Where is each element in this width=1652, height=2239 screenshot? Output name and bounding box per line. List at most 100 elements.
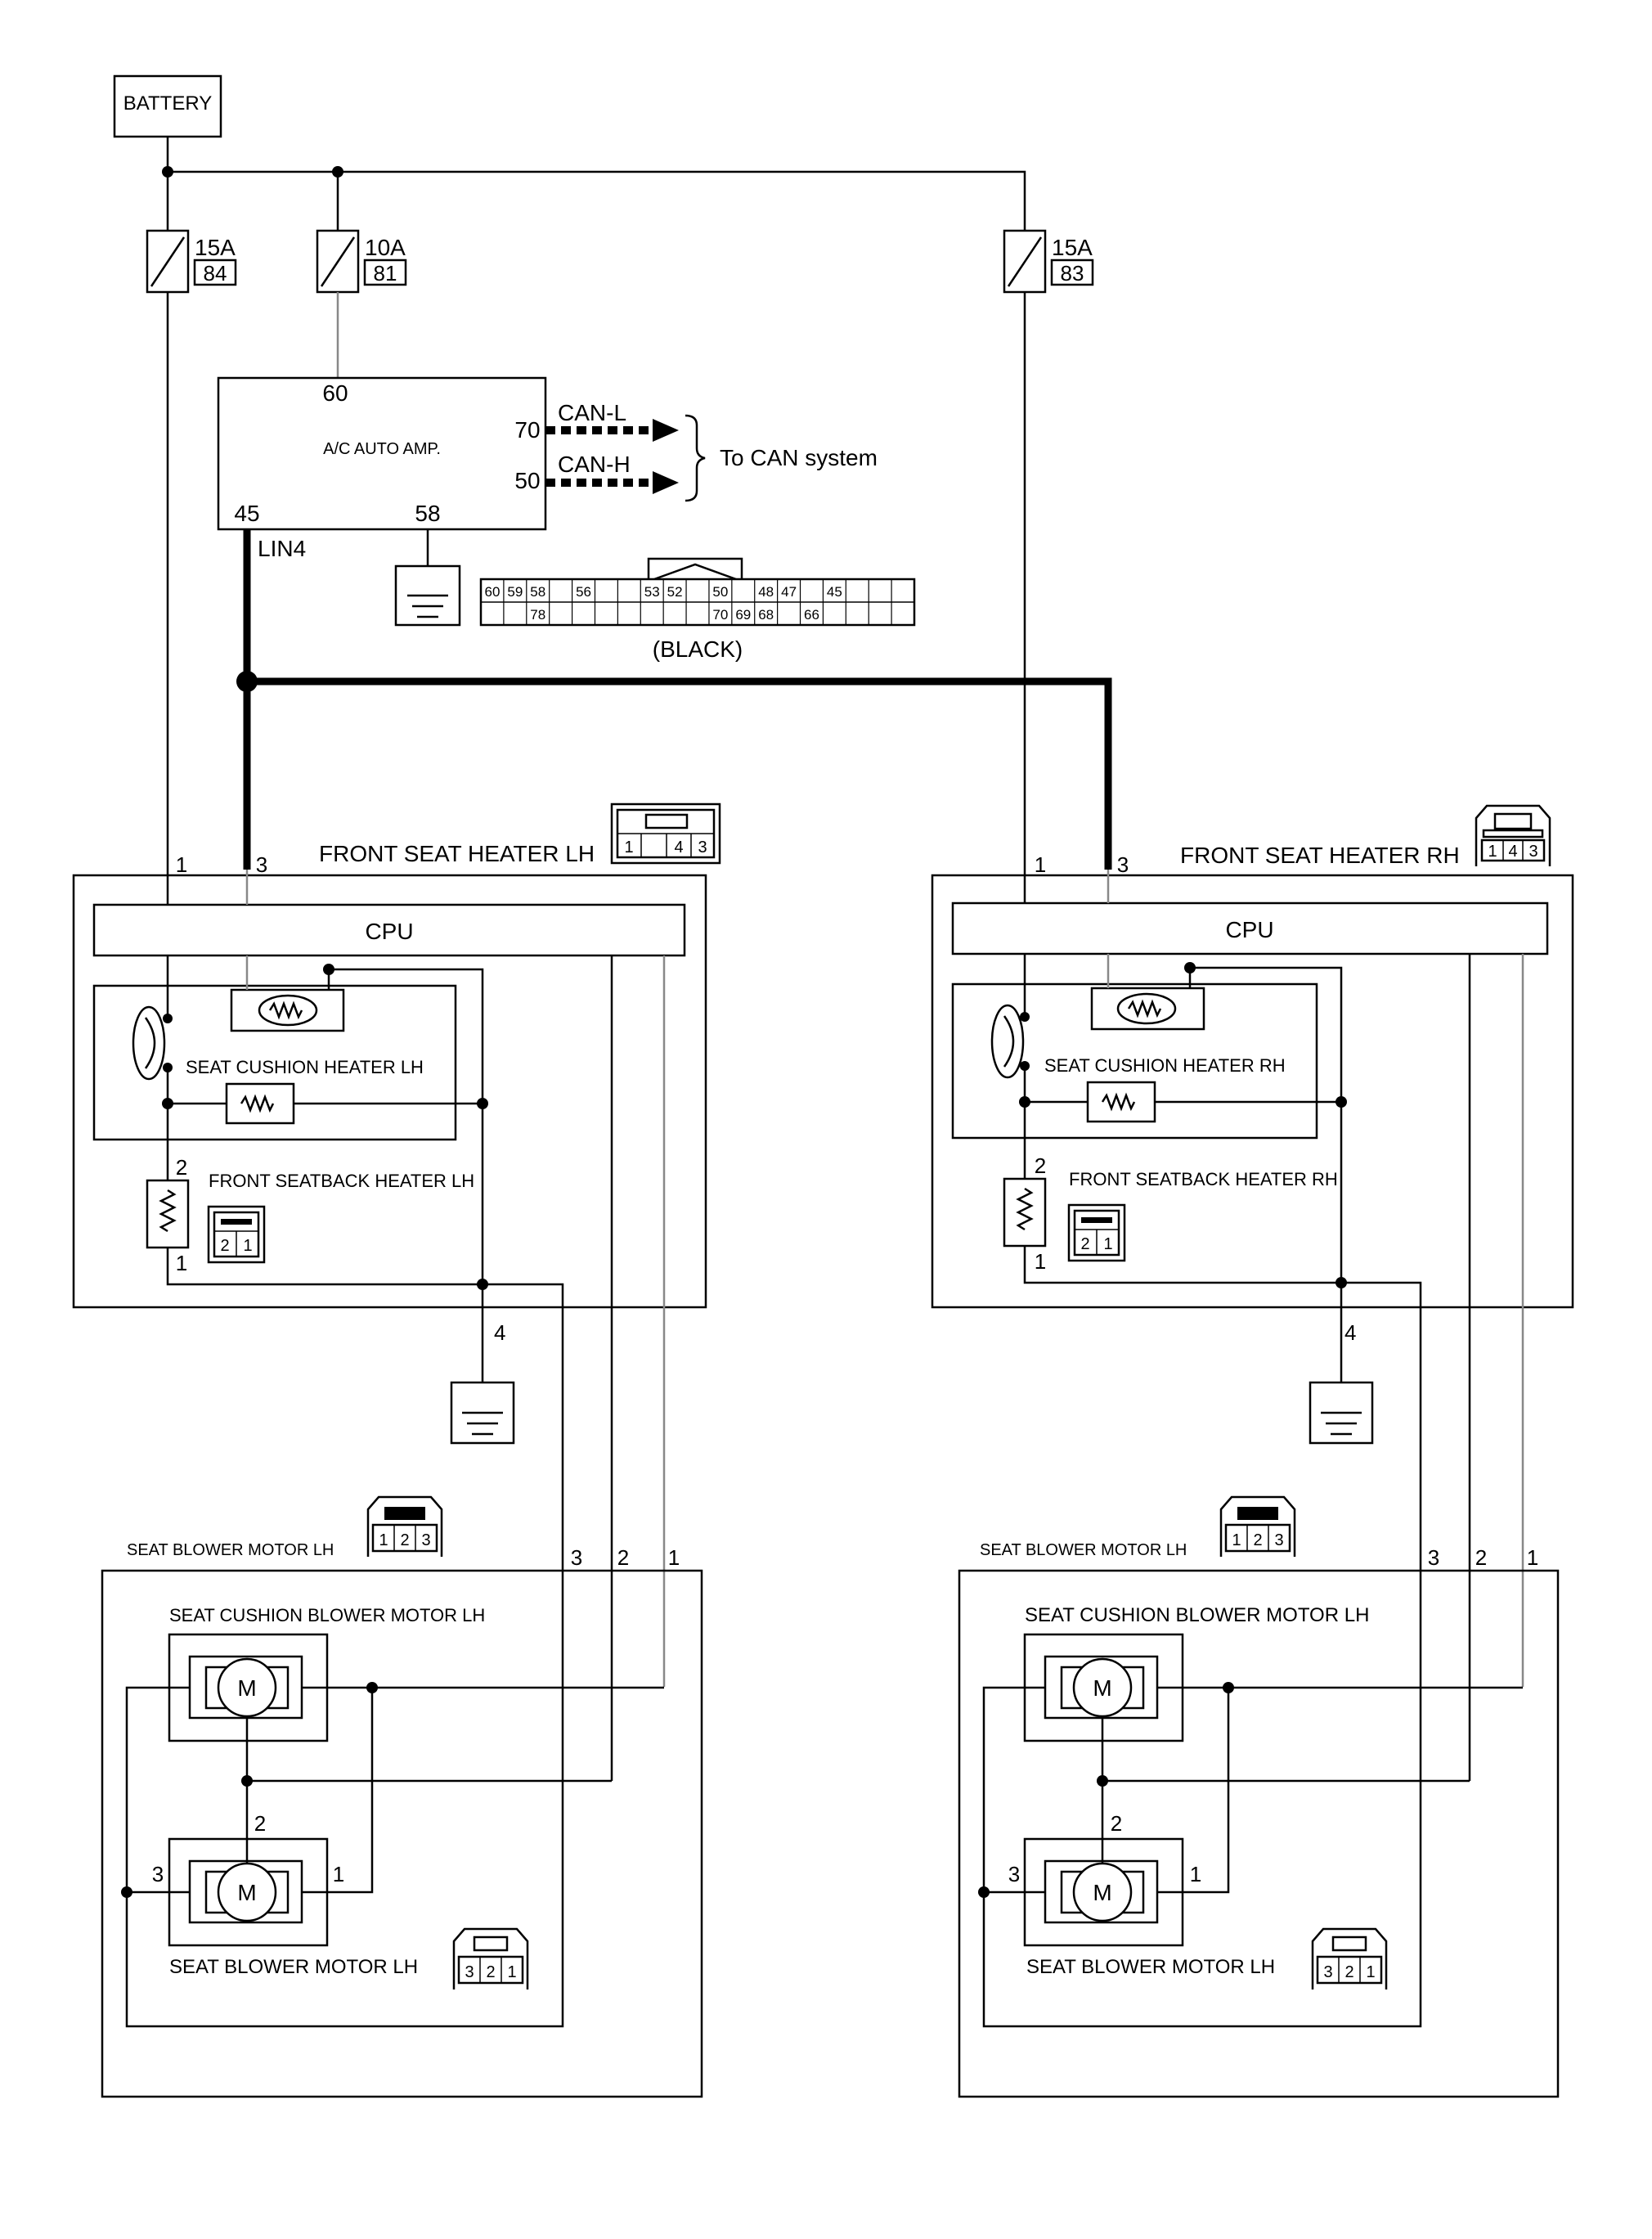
svg-text:2: 2 <box>1475 1545 1487 1570</box>
svg-text:M: M <box>237 1880 256 1905</box>
svg-text:10A: 10A <box>365 235 406 260</box>
connector-pin-label: 68 <box>758 607 774 623</box>
svg-text:2: 2 <box>220 1237 229 1255</box>
ac-auto-amp: A/C AUTO AMP. 60 70 50 45 58 <box>217 376 547 531</box>
svg-text:1: 1 <box>379 1531 388 1549</box>
svg-text:1: 1 <box>1035 1249 1046 1274</box>
svg-text:2: 2 <box>1035 1153 1046 1178</box>
svg-text:1: 1 <box>668 1545 680 1570</box>
svg-text:SEAT CUSHION HEATER RH: SEAT CUSHION HEATER RH <box>1044 1055 1286 1076</box>
svg-text:BATTERY: BATTERY <box>123 92 212 115</box>
svg-text:CPU: CPU <box>1225 917 1273 942</box>
svg-text:4: 4 <box>674 839 683 856</box>
svg-text:2: 2 <box>1111 1811 1122 1836</box>
svg-text:58: 58 <box>415 501 440 526</box>
svg-text:70: 70 <box>514 417 540 443</box>
connector-pin-label: 56 <box>576 584 591 600</box>
svg-text:SEAT CUSHION HEATER LH: SEAT CUSHION HEATER LH <box>186 1057 424 1077</box>
svg-text:1: 1 <box>176 852 187 877</box>
front-seat-heater-rh: FRONT SEAT HEATER RH 1 3 1 4 3 CPU SEAT … <box>931 804 1574 1781</box>
svg-text:SEAT BLOWER MOTOR LH: SEAT BLOWER MOTOR LH <box>127 1541 334 1559</box>
svg-text:2: 2 <box>176 1155 187 1180</box>
svg-text:3: 3 <box>152 1862 164 1886</box>
svg-text:2: 2 <box>1253 1531 1262 1549</box>
connector-pin-label: 48 <box>758 584 774 600</box>
connector-pin-label: 59 <box>507 584 523 600</box>
ac-amp-ground <box>394 529 461 627</box>
connector-pin-label: 69 <box>735 607 751 623</box>
connector-pin-label: 47 <box>781 584 797 600</box>
svg-text:3: 3 <box>421 1531 430 1549</box>
svg-text:FRONT SEAT HEATER RH: FRONT SEAT HEATER RH <box>1180 843 1460 868</box>
svg-text:84: 84 <box>204 261 227 285</box>
svg-text:2: 2 <box>486 1963 495 1981</box>
svg-text:2: 2 <box>1080 1235 1089 1253</box>
svg-text:3: 3 <box>1117 852 1129 877</box>
front-seat-heater-lh: FRONT SEAT HEATER LH 1 3 1 4 3 CPU SEAT … <box>72 803 721 1781</box>
svg-text:CAN-L: CAN-L <box>558 400 626 425</box>
svg-text:81: 81 <box>374 261 397 285</box>
svg-text:3: 3 <box>256 852 267 877</box>
svg-text:FRONT SEATBACK HEATER RH: FRONT SEATBACK HEATER RH <box>1069 1169 1338 1189</box>
svg-text:15A: 15A <box>1052 235 1093 260</box>
connector-pin-label: 45 <box>827 584 842 600</box>
svg-text:3: 3 <box>1008 1862 1020 1886</box>
svg-text:1: 1 <box>176 1251 187 1275</box>
svg-text:2: 2 <box>617 1545 629 1570</box>
svg-text:3: 3 <box>1428 1545 1439 1570</box>
svg-text:1: 1 <box>1366 1963 1375 1981</box>
connector-pin-label: 58 <box>530 584 545 600</box>
svg-text:1: 1 <box>1488 843 1497 861</box>
fuse-81: 10A 81 <box>316 229 407 294</box>
svg-text:4: 4 <box>1344 1320 1356 1345</box>
connector-pin-label: 78 <box>530 607 545 623</box>
svg-text:1: 1 <box>624 839 633 856</box>
svg-text:SEAT BLOWER MOTOR LH: SEAT BLOWER MOTOR LH <box>1026 1956 1275 1978</box>
svg-text:1: 1 <box>1103 1235 1112 1253</box>
svg-text:M: M <box>237 1675 256 1701</box>
svg-text:A/C AUTO AMP.: A/C AUTO AMP. <box>323 440 441 458</box>
svg-text:SEAT CUSHION BLOWER MOTOR LH: SEAT CUSHION BLOWER MOTOR LH <box>1025 1604 1369 1626</box>
svg-text:SEAT BLOWER MOTOR LH: SEAT BLOWER MOTOR LH <box>169 1956 418 1978</box>
svg-text:1: 1 <box>507 1963 516 1981</box>
svg-text:50: 50 <box>514 468 540 493</box>
connector-pin-label: 70 <box>712 607 728 623</box>
svg-text:SEAT BLOWER MOTOR LH: SEAT BLOWER MOTOR LH <box>980 1541 1187 1559</box>
svg-text:1: 1 <box>1232 1531 1241 1549</box>
svg-text:4: 4 <box>1508 843 1517 861</box>
connector-pin-label: 60 <box>484 584 500 600</box>
svg-text:LIN4: LIN4 <box>258 536 306 561</box>
svg-text:1: 1 <box>333 1862 344 1886</box>
connector-pin-label: 52 <box>667 584 683 600</box>
svg-text:3: 3 <box>1323 1963 1332 1981</box>
seat-blower-motor-right: SEAT BLOWER MOTOR LH 1 2 3 3 2 1 SEAT CU… <box>958 1495 1560 2098</box>
svg-text:1: 1 <box>243 1237 252 1255</box>
svg-text:FRONT SEATBACK HEATER LH: FRONT SEATBACK HEATER LH <box>209 1171 474 1191</box>
svg-text:45: 45 <box>234 501 259 526</box>
svg-text:3: 3 <box>571 1545 582 1570</box>
svg-text:3: 3 <box>465 1963 474 1981</box>
svg-text:3: 3 <box>1529 843 1538 861</box>
svg-text:60: 60 <box>322 380 348 406</box>
svg-text:CPU: CPU <box>365 919 413 944</box>
power-bus <box>162 137 1026 231</box>
svg-text:3: 3 <box>698 839 707 856</box>
svg-text:2: 2 <box>254 1811 266 1836</box>
svg-text:(BLACK): (BLACK) <box>653 636 743 662</box>
svg-text:2: 2 <box>1344 1963 1353 1981</box>
svg-text:1: 1 <box>1527 1545 1538 1570</box>
lin-bus: LIN4 <box>236 529 1112 870</box>
svg-text:CAN-H: CAN-H <box>558 452 631 477</box>
svg-text:SEAT CUSHION BLOWER MOTOR LH: SEAT CUSHION BLOWER MOTOR LH <box>169 1605 485 1625</box>
can-lines: CAN-L CAN-H To CAN system <box>545 400 878 502</box>
connector-pin-label: 50 <box>712 584 728 600</box>
seat-blower-motor-left: SEAT BLOWER MOTOR LH 1 2 3 3 2 1 SEAT CU… <box>101 1495 703 2098</box>
svg-text:83: 83 <box>1061 261 1084 285</box>
fuse-84: 15A 84 <box>146 229 237 294</box>
svg-text:1: 1 <box>1035 852 1046 877</box>
svg-text:4: 4 <box>494 1320 505 1345</box>
svg-text:M: M <box>1093 1675 1111 1701</box>
fuse-83: 15A 83 <box>1003 229 1094 294</box>
